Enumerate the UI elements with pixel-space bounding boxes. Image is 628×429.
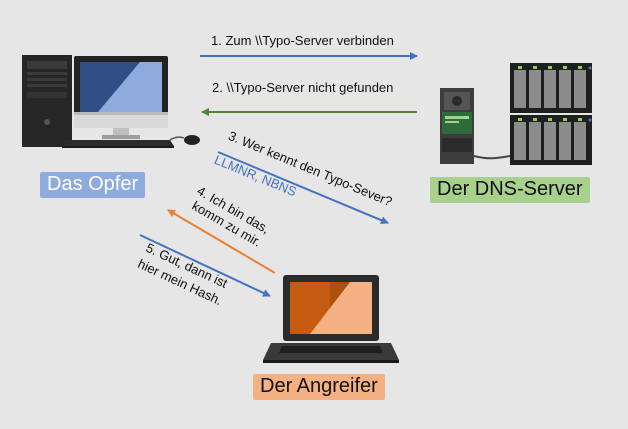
attacker-laptop-icon — [263, 275, 399, 363]
victim-computer-icon — [22, 55, 200, 148]
step-2-label: 2. \\Typo-Server nicht gefunden — [212, 80, 394, 95]
dns-server-label: Der DNS-Server — [430, 177, 590, 203]
dns-server-icon — [440, 63, 592, 165]
attacker-label: Der Angreifer — [253, 374, 385, 400]
arrow-step-3 — [217, 151, 389, 224]
step-1-label: 1. Zum \\Typo-Server verbinden — [211, 33, 394, 48]
arrow-step-4 — [167, 209, 276, 274]
victim-label: Das Opfer — [40, 172, 146, 198]
arrow-step-5 — [139, 234, 271, 297]
